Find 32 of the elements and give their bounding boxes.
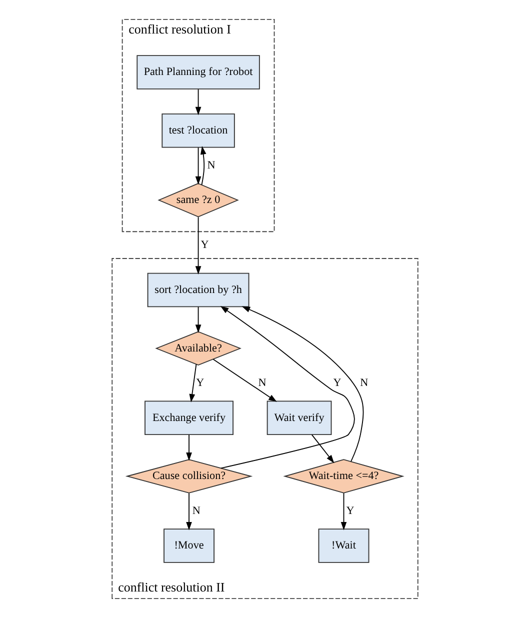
arrow [340, 492, 346, 530]
arrow [194, 88, 201, 116]
arrow [194, 147, 201, 185]
node-box: test ?location [161, 114, 234, 148]
node-diamond: Available? [154, 331, 241, 366]
arrow [310, 434, 334, 464]
edge-label: N [360, 376, 368, 389]
arrow [186, 434, 192, 461]
node-box: !Wait [318, 528, 369, 563]
edge-label: Y [200, 238, 208, 251]
node-box: Exchange verify [144, 400, 233, 436]
node-diamond: same ?z 0 [157, 182, 238, 218]
node-diamond: Wait-time <=4? [282, 459, 404, 494]
arrow [186, 492, 192, 530]
node-diamond: Cause collision? [124, 459, 252, 494]
arrow [194, 216, 201, 274]
arrow [220, 306, 354, 469]
arrow [241, 306, 364, 462]
arrow [200, 146, 206, 186]
edge-label: Y [196, 376, 204, 389]
edge-label: N [192, 504, 200, 517]
node-box: !Move [163, 528, 214, 563]
edge-label: N [258, 376, 266, 389]
node-box: sort ?location by ?h [146, 272, 249, 308]
arrow [188, 364, 196, 402]
edge-label: Y [346, 504, 354, 517]
arrow [212, 358, 276, 402]
arrow [194, 306, 201, 333]
edge-label: N [206, 159, 215, 172]
node-box: Path Planning for ?robot [136, 55, 260, 90]
node-box: Wait verify [266, 400, 332, 436]
edge-label: Y [332, 376, 341, 389]
